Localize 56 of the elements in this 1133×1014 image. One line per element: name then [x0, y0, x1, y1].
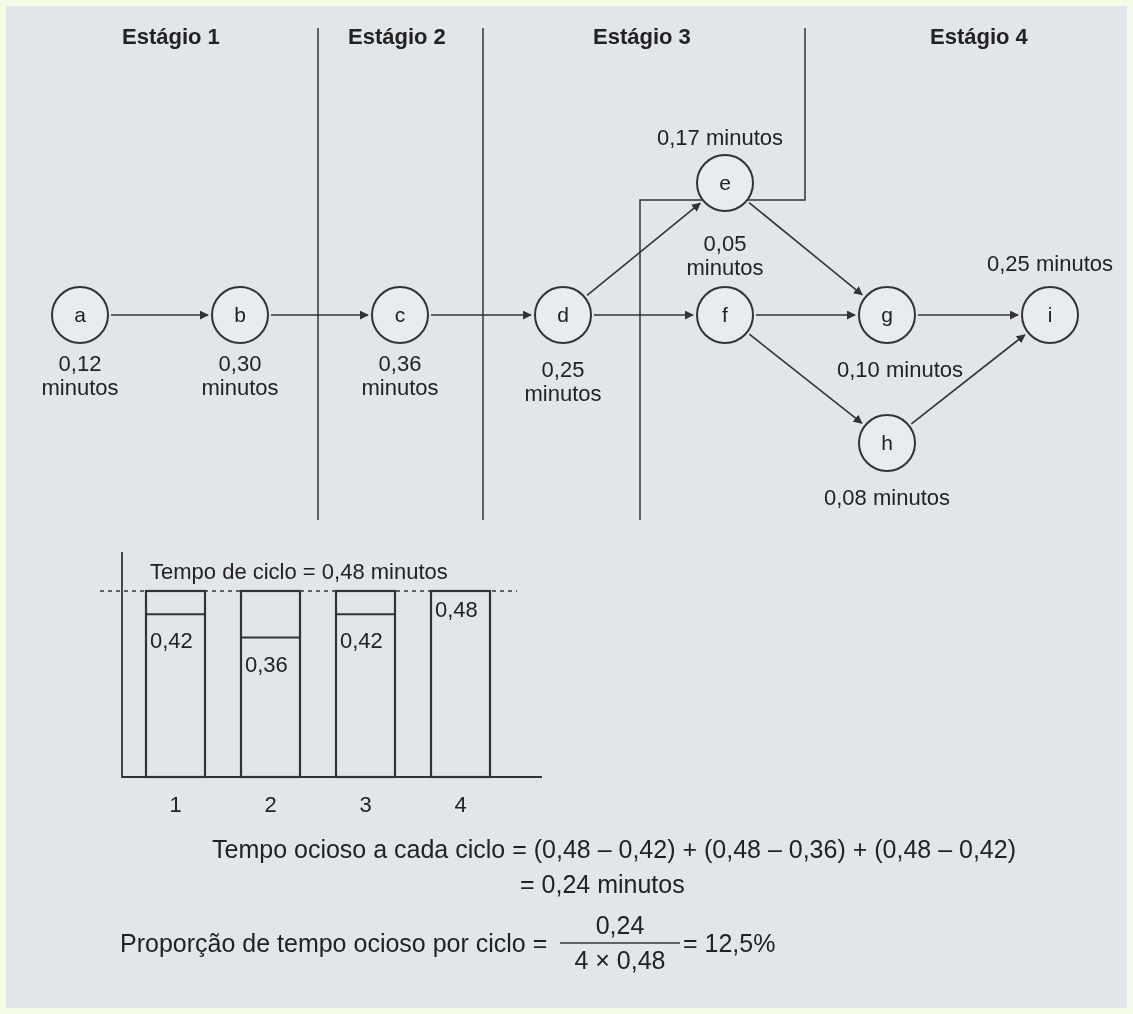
task-letter: f [722, 303, 728, 327]
arrow [917, 310, 1019, 320]
arrow [270, 310, 369, 320]
task-time: 0,36 minutos [360, 352, 440, 401]
task-time: 0,25 minutos [986, 252, 1114, 277]
bar-value-label: 0,48 [435, 597, 478, 623]
arrow [586, 202, 701, 297]
stage-title: Estágio 3 [593, 24, 691, 50]
bar-value-label: 0,42 [340, 628, 383, 655]
task-circle [51, 286, 109, 344]
formula-result: = 12,5% [683, 929, 776, 958]
task-letter: e [719, 171, 731, 195]
arrow [910, 333, 1026, 425]
bar-value-label: 0,36 [245, 651, 288, 678]
task-circle [211, 286, 269, 344]
arrow [748, 333, 863, 424]
cycle-time-label: Tempo de ciclo = 0,48 minutos [150, 559, 448, 585]
task-circle [696, 154, 754, 212]
task-time: 0,30 minutos [200, 352, 280, 401]
stage-title: Estágio 2 [348, 24, 446, 50]
station-number: 1 [169, 792, 182, 818]
task-time: 0,10 minutos [836, 358, 964, 383]
arrow [110, 310, 209, 320]
task-letter: h [881, 431, 893, 455]
arrow [748, 201, 863, 296]
formula-text: = 0,24 minutos [520, 870, 685, 899]
task-circle [696, 286, 754, 344]
station-number: 4 [454, 792, 467, 818]
task-letter: a [74, 303, 86, 327]
fraction-denominator: 4 × 0,48 [574, 946, 666, 975]
bar-value-label: 0,42 [150, 628, 193, 655]
station-number: 3 [359, 792, 372, 818]
formula-text: Tempo ocioso a cada ciclo = (0,48 – 0,42) + (0,48 – 0,36) + (0,48 – 0,42) [212, 835, 1016, 864]
task-circle [858, 414, 916, 472]
station-number: 2 [264, 792, 277, 818]
task-circle [534, 286, 592, 344]
arrow [430, 310, 532, 320]
arrow [593, 310, 694, 320]
stage-title: Estágio 1 [122, 24, 220, 50]
task-letter: i [1047, 303, 1053, 327]
task-time: 0,05 minutos [685, 232, 765, 281]
task-time: 0,12 minutos [40, 352, 120, 401]
task-circle [1021, 286, 1079, 344]
task-time: 0,08 minutos [823, 486, 951, 511]
task-circle [371, 286, 429, 344]
task-letter: g [881, 303, 893, 327]
arrow [755, 310, 856, 320]
formula-text: Proporção de tempo ocioso por ciclo = [120, 929, 548, 958]
task-circle [858, 286, 916, 344]
fraction-numerator: 0,24 [595, 911, 645, 940]
task-time: 0,17 minutos [656, 126, 784, 151]
task-letter: d [557, 303, 569, 327]
stage-title: Estágio 4 [930, 24, 1028, 50]
task-letter: b [234, 303, 246, 327]
task-letter: c [394, 303, 406, 327]
task-time: 0,25 minutos [523, 358, 603, 407]
